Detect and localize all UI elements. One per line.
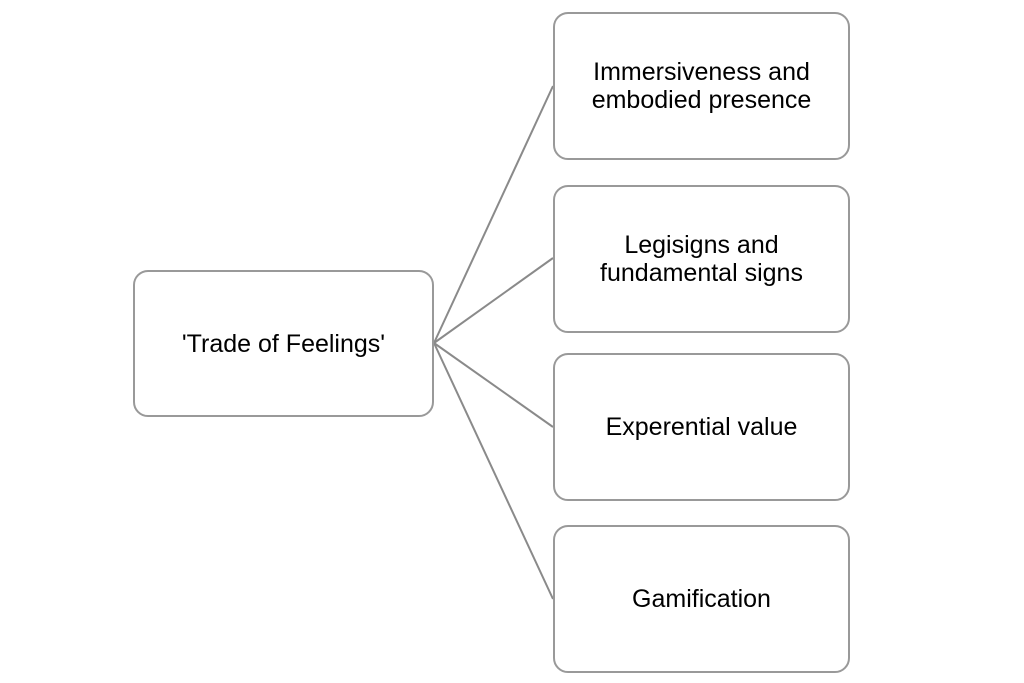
node-label: Legisigns and fundamental signs: [600, 231, 803, 287]
connector-root-to-gamification: [433, 342, 554, 600]
connector-root-to-legisigns: [433, 257, 554, 344]
node-label: 'Trade of Feelings': [181, 329, 386, 358]
node-trade-of-feelings[interactable]: 'Trade of Feelings': [133, 270, 434, 417]
node-label: Gamification: [632, 585, 771, 613]
node-experential-value[interactable]: Experential value: [553, 353, 850, 501]
node-label: Experential value: [605, 413, 798, 441]
node-immersiveness-embodied-presence[interactable]: Immersiveness and embodied presence: [553, 12, 850, 160]
connector-root-to-experential: [433, 342, 554, 428]
node-gamification[interactable]: Gamification: [553, 525, 850, 673]
node-label: Immersiveness and embodied presence: [591, 58, 812, 114]
connector-root-to-immersiveness: [433, 85, 554, 344]
node-legisigns-fundamental-signs[interactable]: Legisigns and fundamental signs: [553, 185, 850, 333]
